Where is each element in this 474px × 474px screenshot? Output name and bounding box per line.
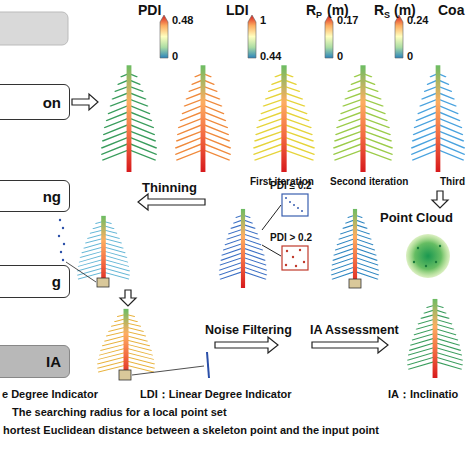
figure-label: 0.48 (172, 14, 193, 27)
figure-label: 0 (172, 50, 178, 63)
figure-label: LDI：Linear Degree Indicator (140, 388, 292, 401)
figure-label: P (316, 10, 322, 20)
figure-label: PDI ≤ 0.2 (270, 180, 312, 192)
figure-label: Thinning (142, 181, 197, 196)
figure-label: S (384, 10, 390, 20)
stage-name: ng (43, 188, 61, 205)
figure-label: Noise Filtering (205, 323, 292, 337)
figure-label: R (374, 2, 384, 18)
figure-label: 0.24 (407, 14, 428, 27)
figure-label: Third (440, 176, 465, 188)
stage-panel: IA (0, 345, 70, 378)
stage-name: on (43, 94, 61, 111)
figure-label: Point Cloud (380, 211, 453, 226)
figure-label: PDI > 0.2 (270, 232, 312, 244)
figure-label: LDI (226, 2, 249, 18)
figure-label: IA：Inclinatio (388, 388, 458, 401)
figure-label: hortest Euclidean distance between a ske… (3, 424, 379, 437)
figure-label: R (306, 2, 316, 18)
stage-panel: ng (0, 180, 70, 212)
stage-name: g (52, 273, 61, 290)
figure-label: 0.44 (260, 50, 281, 63)
figure-label: e Degree Indicator (2, 388, 98, 401)
figure-label: PDI (138, 2, 161, 18)
figure-label: 0.17 (337, 14, 358, 27)
figure-label: 0 (337, 50, 343, 63)
figure-label: 1 (260, 14, 266, 27)
figure-label: Second iteration (330, 176, 408, 188)
figure-label: Coa (438, 2, 464, 18)
figure-label: 0 (407, 50, 413, 63)
figure-label: IA Assessment (310, 323, 399, 337)
stage-panel: g (0, 265, 70, 298)
stage-panel: on (0, 84, 70, 120)
stage-name: IA (46, 353, 61, 370)
figure-label: The searching radius for a local point s… (12, 406, 227, 419)
